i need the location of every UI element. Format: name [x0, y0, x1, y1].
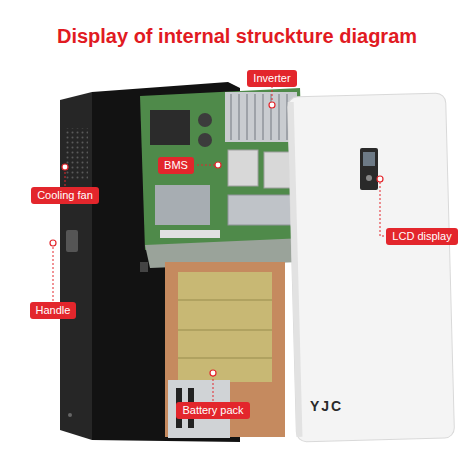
leader-line [53, 246, 54, 301]
part-name: Cooling fan [37, 189, 93, 202]
brand-logo: YJC [310, 398, 343, 414]
ic-chip [150, 110, 190, 145]
handle-slot [66, 230, 78, 252]
leader-lines [53, 86, 392, 401]
cell-seams [178, 300, 272, 358]
part-name: Handle [36, 304, 71, 317]
diagram-title: Display of internal struckture diagram [0, 24, 474, 48]
heatsink-fins [231, 94, 287, 140]
part-name: Battery pack [182, 404, 243, 417]
leader-dot [210, 370, 216, 376]
callout-box: BMS [158, 157, 194, 174]
leader-line [272, 86, 273, 102]
inverter-heatsink [225, 92, 297, 142]
vent-grille [66, 128, 88, 180]
cover-edge [288, 102, 303, 437]
front-cover [288, 93, 455, 442]
leader-dot [50, 240, 56, 246]
callout-box: Handle [30, 302, 77, 319]
part-name: LCD display [392, 230, 451, 243]
connector-strip [160, 230, 220, 238]
case-port [68, 413, 72, 417]
callout-box: LCD display [386, 228, 457, 245]
circuit-board [140, 88, 305, 250]
case-side [60, 92, 92, 440]
lcd-bezel [360, 148, 378, 190]
leader-line [213, 376, 214, 401]
callout-box: Battery pack [176, 402, 249, 419]
leader-dot [269, 102, 275, 108]
callout-box: Inverter [247, 70, 296, 87]
case-switch [140, 262, 148, 272]
capacitor [198, 133, 212, 147]
leader-dots [50, 102, 383, 376]
transformer [228, 150, 258, 186]
leader-dot [377, 176, 383, 182]
leader-line [65, 170, 66, 186]
capacitor [198, 113, 212, 127]
leader-dot [62, 164, 68, 170]
leader-line [197, 165, 215, 166]
front-panel [288, 93, 455, 442]
battery-cells [178, 272, 272, 382]
lcd-screen [363, 152, 375, 166]
power-button [366, 175, 372, 181]
leader-dot [215, 162, 221, 168]
bms-module [155, 185, 210, 225]
part-name: Inverter [253, 72, 290, 85]
part-name: BMS [164, 159, 188, 172]
battery-frame [165, 262, 285, 437]
inductor-block [228, 195, 294, 225]
callout-box: Cooling fan [31, 187, 99, 204]
